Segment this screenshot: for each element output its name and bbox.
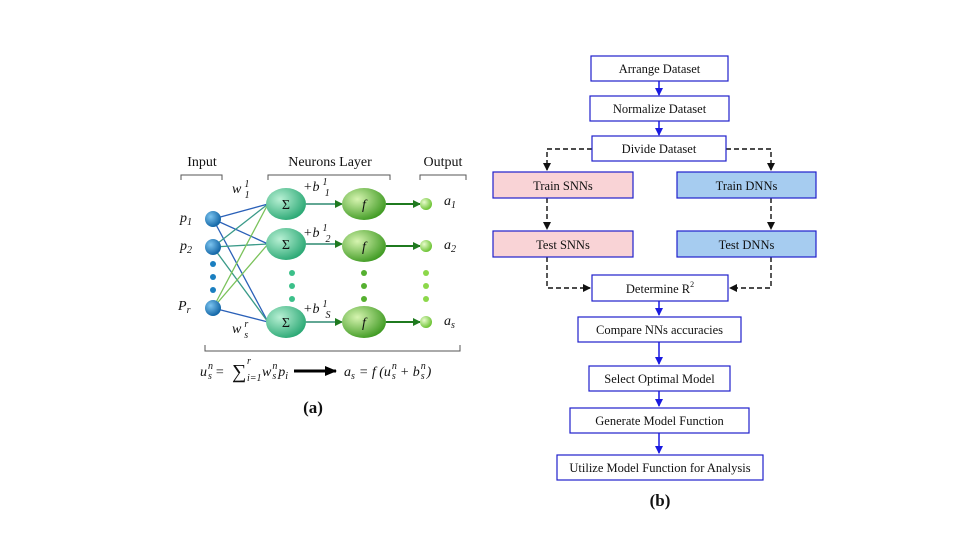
step-label: Normalize Dataset [613, 102, 707, 116]
output-header: Output [424, 155, 463, 170]
input-label-1: p1 [179, 211, 192, 228]
summation-node-2 [266, 228, 306, 260]
step-label: Arrange Dataset [619, 62, 701, 76]
neurons-layer-header: Neurons Layer [288, 155, 372, 170]
step-utilize: Utilize Model Function for Analysis [556, 454, 764, 481]
step-train-snn: Train SNNs [492, 171, 634, 199]
input-label-2: p2 [179, 239, 192, 256]
output-node-s [420, 316, 432, 328]
step-label: Test SNNs [536, 238, 590, 252]
step-generate: Generate Model Function [569, 407, 750, 434]
input-header: Input [187, 155, 217, 170]
activation-symbol: f [362, 198, 368, 213]
step-label: Compare NNs accuracies [596, 323, 723, 337]
sum-symbol: Σ [282, 316, 290, 331]
step-compare: Compare NNs accuracies [577, 316, 742, 343]
step-label: Utilize Model Function for Analysis [569, 461, 750, 475]
step-label: Determine R2 [626, 280, 694, 296]
neuron-row-1: Σ f [266, 188, 432, 220]
equation-bracket [204, 345, 461, 352]
input-node-2 [205, 239, 221, 255]
output-bracket [419, 174, 467, 180]
panel-b: Arrange Dataset Normalize Dataset Divide… [492, 55, 817, 510]
sum-symbol: Σ [282, 198, 290, 213]
sum-bottom-limit: i=1 [247, 373, 262, 384]
step-test-snn: Test SNNs [492, 230, 634, 258]
input-node-r [205, 300, 221, 316]
sigma-symbol: ∑ [232, 361, 246, 383]
step-label: Generate Model Function [595, 414, 724, 428]
step-label: Train DNNs [716, 179, 778, 193]
sum-top-limit: r [247, 356, 251, 367]
step-train-dnn: Train DNNs [676, 171, 817, 199]
weight-connections [212, 203, 269, 323]
panel-a: Input Neurons Layer Output p1 p2 Pr [177, 155, 467, 417]
summation-node-1 [266, 188, 306, 220]
step-label: Train SNNs [533, 179, 593, 193]
output-node-2 [420, 240, 432, 252]
summation-node-s [266, 306, 306, 338]
branch-arrows [543, 148, 775, 292]
step-label: Divide Dataset [622, 142, 697, 156]
activation-node-s [342, 306, 386, 338]
input-node-1 [205, 211, 221, 227]
step-select: Select Optimal Model [588, 365, 731, 392]
activation-node-1 [342, 188, 386, 220]
activation-symbol: f [362, 316, 368, 331]
sum-symbol: Σ [282, 238, 290, 253]
step-test-dnn: Test DNNs [676, 230, 817, 258]
activation-node-2 [342, 230, 386, 262]
activation-symbol: f [362, 240, 368, 255]
step-label: Select Optimal Model [604, 372, 715, 386]
output-label-2: a2 [444, 238, 456, 255]
output-node-1 [420, 198, 432, 210]
step-determine-r2: Determine R2 [591, 274, 729, 302]
caption-a: (a) [303, 398, 323, 417]
neuron-row-2: Σ f [266, 228, 432, 262]
output-label-1: a1 [444, 194, 456, 211]
step-normalize: Normalize Dataset [589, 95, 730, 122]
neuron-row-s: Σ f [266, 306, 432, 338]
caption-b: (b) [650, 491, 671, 510]
layer-bracket [267, 174, 391, 180]
step-divide: Divide Dataset [591, 135, 727, 162]
step-label: Test DNNs [719, 238, 775, 252]
input-bracket [180, 174, 223, 180]
neuron-ellipsis-dots [289, 270, 429, 302]
input-label-r: Pr [177, 299, 191, 316]
step-arrange: Arrange Dataset [590, 55, 729, 82]
output-label-s: as [444, 314, 455, 331]
input-ellipsis-dots [210, 261, 216, 293]
